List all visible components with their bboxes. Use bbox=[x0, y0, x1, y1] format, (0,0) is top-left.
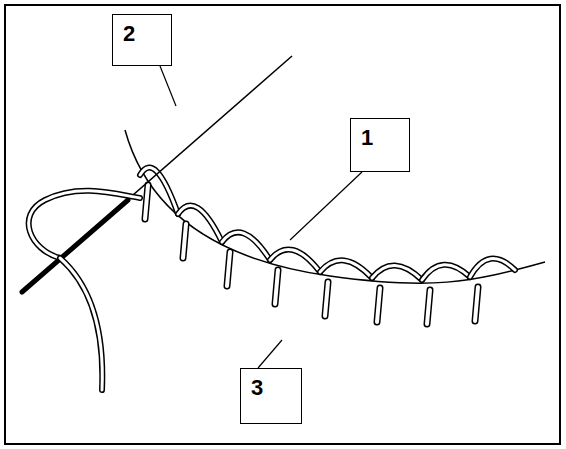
thread-fill bbox=[29, 191, 140, 258]
thread-tail-fill bbox=[60, 258, 102, 390]
stitch bbox=[470, 259, 515, 277]
stitch bbox=[377, 288, 380, 322]
stitch bbox=[377, 288, 380, 322]
stitch bbox=[227, 252, 230, 286]
wound-edge bbox=[125, 130, 545, 283]
stitch bbox=[183, 224, 186, 258]
stitch bbox=[470, 259, 515, 277]
stitch bbox=[372, 265, 422, 280]
stitch bbox=[145, 185, 148, 219]
leader-line bbox=[258, 340, 282, 368]
stitch bbox=[320, 260, 372, 278]
frame bbox=[5, 5, 560, 444]
callout-box: 3 bbox=[240, 368, 302, 424]
stitch bbox=[183, 224, 186, 258]
callout-number: 2 bbox=[123, 21, 135, 46]
stitch bbox=[275, 270, 278, 304]
stitch bbox=[427, 290, 430, 324]
stitch bbox=[427, 290, 430, 324]
stitch bbox=[275, 270, 278, 304]
stitch bbox=[422, 265, 470, 280]
stitch-loops bbox=[140, 168, 515, 324]
stitch bbox=[325, 282, 328, 316]
leader-line bbox=[160, 66, 176, 106]
leader-line bbox=[290, 172, 362, 240]
thread-tail bbox=[60, 258, 102, 390]
callout-box: 1 bbox=[350, 118, 410, 172]
stitch bbox=[145, 185, 148, 219]
stitch bbox=[227, 252, 230, 286]
stitch bbox=[325, 282, 328, 316]
stitch bbox=[475, 287, 478, 321]
callout-box: 2 bbox=[112, 14, 172, 66]
thread bbox=[29, 191, 140, 258]
stitch bbox=[372, 265, 422, 280]
stitch bbox=[320, 260, 372, 278]
callout-number: 3 bbox=[251, 375, 263, 400]
stitch bbox=[475, 287, 478, 321]
stitch bbox=[422, 265, 470, 280]
callout-number: 1 bbox=[361, 125, 373, 150]
